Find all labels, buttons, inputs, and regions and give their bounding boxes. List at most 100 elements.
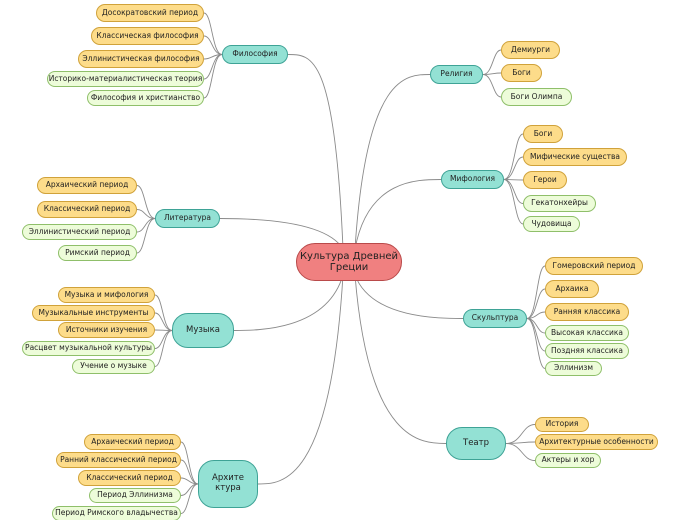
branch-скульптура-label: Скульптура	[471, 313, 519, 323]
leaf-node-label: Эллинистический период	[28, 226, 131, 236]
connector-архите-ктура-leaf	[180, 483, 199, 514]
leaf-node[interactable]: Поздняя классика	[545, 343, 629, 359]
leaf-node[interactable]: Эллинистическая философия	[78, 50, 204, 68]
leaf-node[interactable]: Римский период	[58, 245, 137, 261]
leaf-node[interactable]: Ранняя классика	[545, 303, 629, 321]
leaf-node[interactable]: Герои	[523, 171, 567, 189]
connector-музыка-leaf	[154, 294, 173, 331]
branch-религия-label: Религия	[440, 69, 473, 79]
connector-мифология-leaf	[503, 179, 524, 225]
leaf-node-label: Архитектурные особенности	[539, 436, 654, 446]
connector-театр-leaf	[505, 443, 536, 461]
branch-театр[interactable]: Театр	[446, 427, 506, 460]
leaf-node[interactable]: Эллинистический период	[22, 224, 137, 240]
leaf-node[interactable]: Гомеровский период	[545, 257, 643, 275]
branch-литература[interactable]: Литература	[155, 209, 220, 228]
leaf-node-label: Боги	[512, 67, 531, 77]
leaf-node[interactable]: Архитектурные особенности	[535, 434, 658, 450]
leaf-node-label: Философия и христианство	[90, 92, 201, 102]
connector-мифология-leaf	[503, 133, 524, 180]
leaf-node[interactable]: Период Римского владычества	[52, 506, 181, 520]
leaf-node[interactable]: Историко-материалистическая теория	[47, 71, 204, 87]
leaf-node-label: Чудовища	[531, 218, 572, 228]
connector-root-to-скульптура	[354, 274, 464, 319]
branch-философия[interactable]: Философия	[222, 45, 288, 64]
leaf-node[interactable]: Демиурги	[501, 41, 560, 59]
leaf-node-label: Классический период	[86, 472, 173, 482]
root-node-label: Культура Древней Греции	[299, 250, 399, 274]
leaf-node-label: Архаический период	[91, 436, 174, 446]
leaf-node[interactable]: Эллинизм	[545, 361, 602, 376]
connector-литература-leaf	[136, 185, 156, 219]
leaf-node[interactable]: Классический период	[78, 470, 181, 486]
leaf-node-label: Гомеровский период	[552, 260, 636, 270]
leaf-node-label: Высокая классика	[551, 327, 623, 337]
leaf-node[interactable]: Классический период	[37, 201, 137, 218]
branch-мифология-label: Мифология	[449, 174, 496, 184]
connector-архите-ктура-leaf	[180, 483, 199, 496]
leaf-node-label: Учение о музыке	[80, 361, 147, 371]
leaf-node-label: Демиурги	[510, 44, 551, 54]
leaf-node[interactable]: Ранний классический период	[56, 452, 181, 468]
connector-скульптура-leaf	[526, 265, 546, 319]
leaf-node-label: Эллинистическая философия	[82, 53, 200, 63]
connector-литература-leaf	[136, 218, 156, 254]
leaf-node[interactable]: История	[535, 417, 589, 432]
leaf-node[interactable]: Архаический период	[37, 177, 137, 194]
leaf-node[interactable]: Учение о музыке	[72, 359, 155, 374]
leaf-node-label: Классический период	[43, 204, 131, 214]
branch-мифология[interactable]: Мифология	[441, 170, 504, 189]
leaf-node[interactable]: Период Эллинизма	[89, 488, 181, 503]
leaf-node-label: Историко-материалистическая теория	[48, 73, 203, 83]
leaf-node-label: Герои	[533, 174, 557, 184]
leaf-node[interactable]: Архаический период	[84, 434, 181, 450]
connector-root-to-философия	[287, 54, 344, 250]
connector-религия-leaf	[482, 74, 502, 98]
leaf-node-label: Классическая философия	[96, 30, 199, 40]
leaf-node[interactable]: Расцвет музыкальной культуры	[22, 341, 155, 356]
leaf-node-label: Музыкальные инструменты	[38, 307, 149, 317]
leaf-node[interactable]: Музыкальные инструменты	[32, 305, 155, 321]
leaf-node[interactable]: Боги	[501, 64, 542, 82]
root-node[interactable]: Культура Древней Греции	[296, 243, 402, 281]
leaf-node-label: Архаический период	[45, 180, 129, 190]
leaf-node[interactable]: Архаика	[545, 280, 599, 298]
leaf-node-label: Источники изучения	[65, 324, 148, 334]
leaf-node-label: Период Римского владычества	[55, 508, 178, 518]
branch-скульптура[interactable]: Скульптура	[463, 309, 527, 328]
leaf-node[interactable]: Актеры и хор	[535, 453, 601, 468]
branch-религия[interactable]: Религия	[430, 65, 483, 84]
connector-музыка-leaf	[154, 330, 173, 367]
leaf-node-label: Архаика	[555, 283, 589, 293]
leaf-node-label: Гекатонхейры	[531, 198, 588, 208]
connector-музыка-leaf	[154, 329, 173, 331]
connector-root-to-театр	[354, 274, 447, 444]
leaf-node-label: Боги Олимпа	[510, 91, 563, 101]
connector-root-to-музыка	[233, 274, 344, 331]
connector-скульптура-leaf	[526, 288, 546, 319]
connector-театр-leaf	[505, 424, 536, 444]
leaf-node[interactable]: Чудовища	[523, 216, 580, 232]
branch-литература-label: Литература	[163, 213, 212, 223]
leaf-node[interactable]: Мифические существа	[523, 148, 627, 166]
branch-театр-label: Театр	[463, 437, 489, 448]
connector-мифология-leaf	[503, 156, 524, 180]
leaf-node[interactable]: Боги Олимпа	[501, 88, 572, 106]
connector-литература-leaf	[136, 209, 156, 219]
leaf-node[interactable]: Досократовский период	[96, 4, 204, 22]
leaf-node[interactable]: Гекатонхейры	[523, 195, 596, 212]
leaf-node-label: Поздняя классика	[551, 345, 623, 355]
leaf-node[interactable]: Боги	[523, 125, 563, 143]
connector-root-to-религия	[354, 74, 431, 250]
leaf-node[interactable]: Музыка и мифология	[58, 287, 155, 303]
leaf-node[interactable]: Философия и христианство	[87, 90, 204, 106]
leaf-node-label: Период Эллинизма	[97, 490, 173, 500]
branch-музыка[interactable]: Музыка	[172, 313, 234, 348]
branch-архите-ктура[interactable]: Архите ктура	[198, 460, 258, 508]
leaf-node[interactable]: Источники изучения	[58, 322, 155, 338]
connector-root-to-литература	[219, 218, 344, 250]
leaf-node[interactable]: Классическая философия	[91, 27, 204, 45]
leaf-node[interactable]: Высокая классика	[545, 325, 629, 341]
connector-скульптура-leaf	[526, 318, 546, 352]
